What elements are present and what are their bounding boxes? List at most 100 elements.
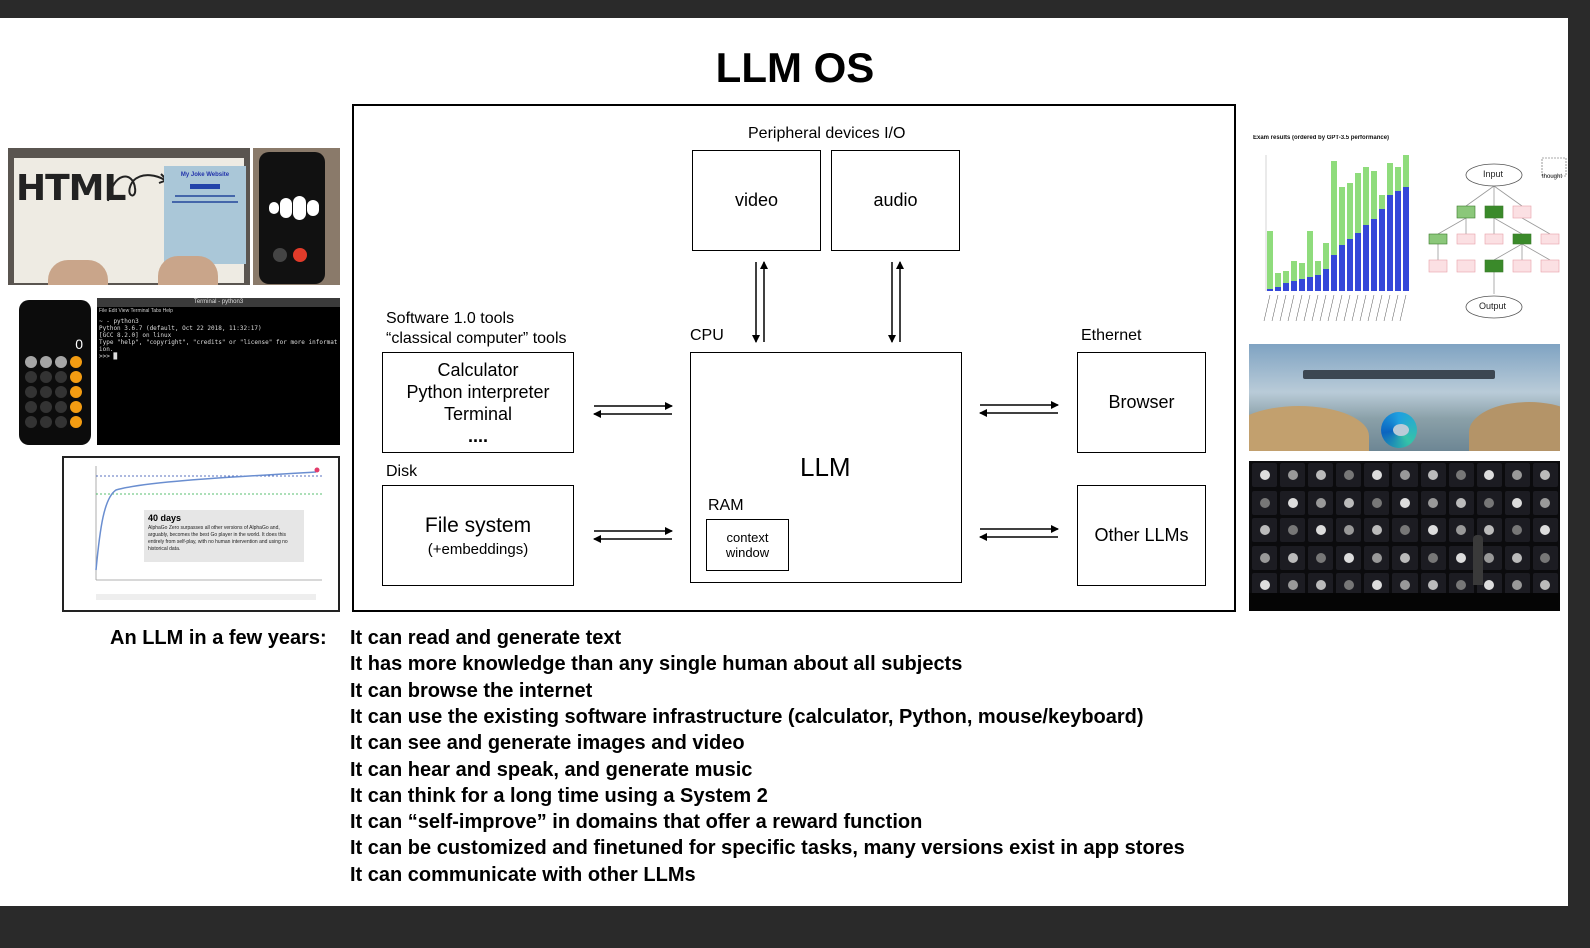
gpt-avatar-icon bbox=[1259, 580, 1270, 591]
gpt-avatar-icon bbox=[1484, 552, 1495, 563]
gpt-avatar-icon bbox=[1315, 470, 1326, 480]
exam-bar-gpt35 bbox=[1275, 273, 1281, 291]
exam-bar-gpt4 bbox=[1379, 209, 1385, 291]
gpt-avatar-icon bbox=[1428, 497, 1439, 508]
gpt-tile bbox=[1532, 545, 1558, 570]
sketch-arrow-icon bbox=[107, 173, 169, 202]
gpt-tile bbox=[1308, 545, 1334, 570]
joke-website-title: My Joke Website bbox=[180, 172, 230, 178]
exam-bar-gpt4 bbox=[1403, 187, 1409, 291]
gpt-tile bbox=[1532, 518, 1558, 543]
alphago-chart: 40 days AlphaGo Zero surpasses all other… bbox=[62, 456, 340, 612]
exam-bar-gpt35 bbox=[1347, 183, 1353, 291]
gpt-avatar-icon bbox=[1371, 470, 1382, 480]
joke-website-screen: My Joke Website bbox=[164, 166, 246, 264]
alphago-annotation: 40 days AlphaGo Zero surpasses all other… bbox=[144, 510, 304, 562]
speaker-figure bbox=[1473, 535, 1483, 585]
gpt-tile bbox=[1336, 518, 1362, 543]
gpt-avatar-icon bbox=[1428, 552, 1439, 563]
context-window-box: context window bbox=[706, 519, 789, 571]
exam-bar-gpt35 bbox=[1267, 231, 1273, 291]
software-label-line2: “classical computer” tools bbox=[386, 330, 567, 347]
peripheral-label: Peripheral devices I/O bbox=[748, 125, 906, 142]
gpt-tile-grid bbox=[1252, 463, 1558, 598]
software-label-line1: Software 1.0 tools bbox=[386, 310, 515, 327]
disk-label: Disk bbox=[386, 463, 418, 480]
gpt-avatar-icon bbox=[1456, 552, 1467, 563]
hand-left bbox=[48, 260, 108, 285]
tree-of-thought-diagram: Input Output thought bbox=[1424, 148, 1568, 320]
gpt-avatar-icon bbox=[1259, 497, 1270, 508]
llm-box bbox=[690, 352, 962, 583]
hills bbox=[1249, 406, 1369, 451]
exam-bar-gpt35 bbox=[1307, 231, 1313, 291]
gpt-avatar-icon bbox=[1343, 470, 1354, 480]
gpt-tile bbox=[1252, 545, 1278, 570]
llm-label: LLM bbox=[800, 452, 851, 482]
gpt-tile bbox=[1364, 518, 1390, 543]
gpt-avatar-icon bbox=[1399, 497, 1410, 508]
gpt-avatar-icon bbox=[1399, 552, 1410, 563]
gpt-avatar-icon bbox=[1287, 470, 1298, 480]
gpt-tile bbox=[1392, 490, 1418, 515]
gpt-tile bbox=[1336, 490, 1362, 515]
gpt-avatar-icon bbox=[1512, 497, 1523, 508]
gpt-tile bbox=[1504, 490, 1530, 515]
terminal-title: Terminal - python3 bbox=[193, 299, 244, 305]
calculator-phone: 0 bbox=[19, 300, 91, 445]
calculator-display: 0 bbox=[75, 336, 83, 352]
terminal-window: Terminal - python3 File Edit View Termin… bbox=[97, 298, 340, 445]
gpt-avatar-icon bbox=[1315, 552, 1326, 563]
gpt-avatar-icon bbox=[1540, 552, 1551, 563]
gpt-tile bbox=[1280, 463, 1306, 487]
gpt-tile bbox=[1448, 545, 1474, 570]
audio-box: audio bbox=[831, 150, 960, 251]
diagram-frame bbox=[352, 104, 1236, 612]
capability-item: It can be customized and finetuned for s… bbox=[350, 837, 1185, 860]
capability-item: It has more knowledge than any single hu… bbox=[350, 653, 963, 676]
gpt-avatar-icon bbox=[1512, 580, 1523, 591]
gpt-tile bbox=[1420, 490, 1446, 515]
capability-item: It can read and generate text bbox=[350, 627, 622, 649]
gpt-avatar-icon bbox=[1540, 580, 1551, 591]
terminal-titlebar: Terminal - python3 bbox=[97, 298, 340, 307]
gpt-avatar-icon bbox=[1399, 525, 1410, 536]
gpt-tile bbox=[1420, 545, 1446, 570]
alphago-plot bbox=[95, 466, 322, 600]
capability-item: It can hear and speak, and generate musi… bbox=[350, 758, 753, 781]
gpt-avatar-icon bbox=[1456, 470, 1467, 480]
gpt-tile bbox=[1280, 518, 1306, 543]
gpt-avatar-icon bbox=[1512, 525, 1523, 536]
gpt-tile bbox=[1448, 463, 1474, 487]
gpt-avatar-icon bbox=[1315, 497, 1326, 508]
gpt-tile bbox=[1476, 490, 1502, 515]
exam-bar-gpt4 bbox=[1323, 269, 1329, 291]
browser-box: Browser bbox=[1077, 352, 1206, 453]
gpt-tile bbox=[1392, 518, 1418, 543]
exam-bar-gpt4 bbox=[1347, 239, 1353, 291]
gpt-tile bbox=[1476, 463, 1502, 487]
capability-item: It can “self-improve” in domains that of… bbox=[350, 811, 923, 834]
exam-bar-gpt35 bbox=[1283, 271, 1289, 291]
exam-bar-gpt4 bbox=[1299, 279, 1305, 291]
exam-bar-gpt4 bbox=[1331, 255, 1337, 291]
terminal-menubar: File Edit View Terminal Tabs Help bbox=[99, 308, 173, 314]
file-system-label: File system bbox=[424, 513, 532, 537]
gpt-avatar-icon bbox=[1540, 470, 1551, 480]
tool-terminal: Terminal bbox=[443, 403, 513, 424]
exam-bar-gpt4 bbox=[1363, 225, 1369, 291]
gpt-tile bbox=[1392, 463, 1418, 487]
tot-graph bbox=[1428, 157, 1567, 319]
gpt-avatar-icon bbox=[1540, 525, 1551, 536]
gpt-tile bbox=[1504, 463, 1530, 487]
phone-body bbox=[259, 152, 325, 284]
gpt-avatar-icon bbox=[1456, 580, 1467, 591]
gpt-avatar-icon bbox=[1259, 525, 1270, 536]
exam-bar-gpt4 bbox=[1283, 283, 1289, 291]
audio-label: audio bbox=[873, 190, 918, 210]
gpt-avatar-icon bbox=[1456, 525, 1467, 536]
gpt-tile bbox=[1420, 518, 1446, 543]
exam-bar-gpt35 bbox=[1299, 263, 1305, 291]
browser-search-bar bbox=[1303, 370, 1495, 379]
bullets-intro: An LLM in a few years: bbox=[110, 627, 327, 649]
